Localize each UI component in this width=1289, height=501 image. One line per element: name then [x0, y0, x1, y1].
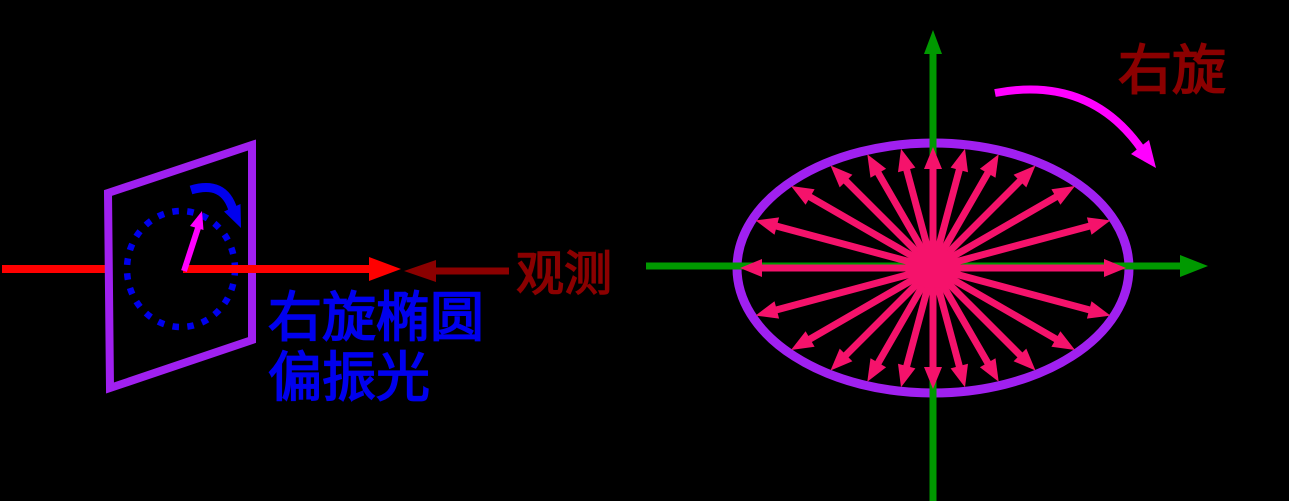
rotation-direction-arrowhead-icon [1131, 140, 1156, 168]
polarization-label-line2: 偏振光 [268, 348, 430, 408]
polarization-label-line1: 右旋椭圆 [268, 288, 484, 348]
polarizer-scene: 右旋椭圆 偏振光 [2, 139, 484, 408]
polarizer-plane [103, 139, 256, 394]
radial-arrowhead-icon [1086, 301, 1111, 319]
radial-arrowhead-icon [755, 301, 780, 319]
radial-arrowhead-icon [830, 165, 853, 188]
clockwise-rotation-arc [189, 183, 238, 212]
radial-arrowhead-icon [1051, 331, 1075, 350]
radial-arrowhead-icon [1051, 186, 1075, 205]
radial-arrowhead-icon [979, 154, 999, 178]
clockwise-rotation-arrowhead-icon [224, 204, 241, 228]
observe-arrowhead-icon [404, 260, 436, 282]
radial-arrowhead-icon [950, 148, 968, 173]
radial-arrow-line [771, 264, 934, 315]
radial-arrowhead-icon [898, 363, 916, 388]
radial-arrowhead-icon [830, 348, 853, 371]
radial-arrow-line [932, 221, 1095, 272]
e-vector-line [181, 227, 201, 272]
rotation-direction-arc [994, 85, 1146, 153]
radial-arrowhead-icon [755, 217, 780, 235]
radial-arrowhead-icon [867, 358, 887, 382]
observation-group: 观测 [404, 248, 612, 301]
e-vector-arrowhead-icon [190, 211, 204, 230]
radial-arrowhead-icon [898, 148, 916, 173]
outgoing-beam-arrowhead-icon [369, 257, 401, 281]
radial-arrow-line [932, 264, 1095, 315]
radial-arrowhead-icon [791, 331, 815, 350]
radial-arrowhead-icon [740, 259, 762, 277]
radial-arrowhead-icon [924, 147, 942, 169]
radial-arrowhead-icon [950, 363, 968, 388]
radial-arrowhead-icon [791, 186, 815, 205]
radial-arrow-line [771, 221, 934, 272]
radial-arrowhead-icon [1013, 348, 1036, 371]
radial-arrowhead-icon [979, 358, 999, 382]
observe-label: 观测 [516, 248, 612, 301]
ellipse-scene: 右旋 [646, 30, 1226, 501]
y-axis-arrowhead-icon [924, 30, 942, 54]
radial-arrowhead-icon [1104, 259, 1126, 277]
center-blob [905, 248, 961, 288]
x-axis-arrowhead-icon [1180, 255, 1208, 277]
rotation-label: 右旋 [1118, 41, 1226, 101]
radial-arrowhead-icon [1013, 165, 1036, 188]
radial-arrowhead-icon [867, 154, 887, 178]
radial-arrowhead-icon [1086, 217, 1111, 235]
radial-arrowhead-icon [924, 367, 942, 389]
